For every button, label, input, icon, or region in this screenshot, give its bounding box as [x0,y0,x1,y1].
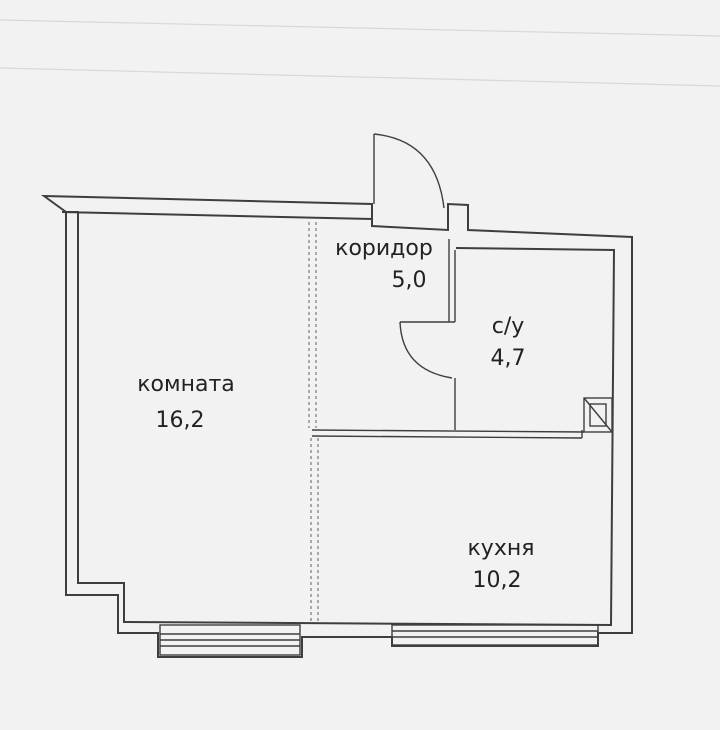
room-corridor: коридор 5,0 [335,236,433,293]
room-bathroom-name: с/у [492,314,525,339]
window-left [159,624,301,656]
room-living-name: комната [137,372,235,397]
dashed-divider [308,222,319,622]
room-corridor-area: 5,0 [392,268,427,293]
room-corridor-name: коридор [335,236,433,261]
room-kitchen-name: кухня [468,536,535,561]
window-right [391,624,599,646]
room-living-area: 16,2 [156,408,205,433]
vent-shaft-icon [583,397,613,433]
entrance-door [373,133,445,209]
room-living: комната 16,2 [137,372,235,433]
room-bathroom: с/у 4,7 [491,314,526,371]
bathroom-door [399,321,455,379]
room-bathroom-area: 4,7 [491,346,526,371]
paper-lines [0,19,720,87]
outer-walls [40,194,633,658]
room-kitchen: кухня 10,2 [468,536,535,593]
room-kitchen-area: 10,2 [473,568,522,593]
partitions [311,239,585,439]
